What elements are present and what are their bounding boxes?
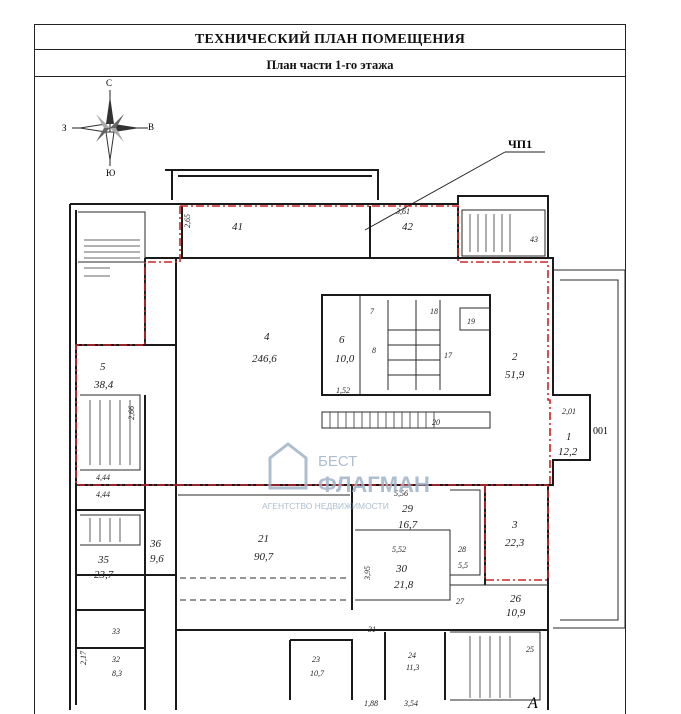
room-28-area: 5,5 (458, 561, 468, 570)
room-35-number: 35 (97, 554, 110, 566)
title-divider (34, 49, 626, 50)
room-2-number: 2 (512, 351, 518, 363)
building-walls (69, 169, 626, 710)
callout-chp1: ЧП1 (364, 137, 545, 231)
room-21-area: 90,7 (254, 551, 274, 563)
room-3-number: 3 (511, 519, 518, 531)
room-31-number: 31 (367, 625, 376, 634)
callout-label: ЧП1 (508, 137, 532, 151)
room-23-number: 23 (312, 655, 320, 664)
dim-2-66: 2,66 (127, 406, 136, 420)
room-23-area: 10,7 (310, 669, 325, 678)
room-17-number: 17 (444, 351, 453, 360)
dimension-labels: 2,65 3,61 2,66 4,44 4,44 1,52 2,01 5,56 … (79, 207, 576, 708)
room-41-number: 41 (232, 221, 243, 233)
dim-3-54: 3,54 (403, 699, 418, 708)
room-labels: 41 42 43 4 246,6 6 10,0 7 18 19 8 17 2 5… (93, 221, 578, 678)
room-27-number: 27 (456, 597, 465, 606)
room-20-number: 20 (432, 418, 440, 427)
room-2-area: 51,9 (505, 369, 525, 381)
room-30-number: 30 (395, 563, 408, 575)
dim-4-44-b: 4,44 (96, 490, 110, 499)
room-35-area: 23,7 (94, 569, 114, 581)
room-29-number: 29 (402, 503, 414, 515)
room-5-area: 38,4 (93, 379, 114, 391)
room-36-area: 9,6 (150, 553, 164, 565)
dim-2-17: 2,17 (79, 650, 88, 665)
dim-3-95: 3,95 (363, 566, 372, 581)
mark-001: 001 (593, 426, 608, 437)
room-6-area: 10,0 (335, 353, 355, 365)
room-8-number: 8 (372, 346, 376, 355)
watermark-brand-main: ФЛАГМАН (318, 472, 430, 497)
room-25-number: 25 (526, 645, 534, 654)
room-42-number: 42 (402, 221, 414, 233)
dim-2-01: 2,01 (562, 407, 576, 416)
room-5-number: 5 (100, 361, 106, 373)
document-title: ТЕХНИЧЕСКИЙ ПЛАН ПОМЕЩЕНИЯ (194, 32, 466, 47)
room-32-area: 8,3 (112, 669, 122, 678)
room-24-number: 24 (408, 651, 416, 660)
room-18-number: 18 (430, 307, 438, 316)
dim-4-44-a: 4,44 (96, 473, 110, 482)
dim-1-52: 1,52 (336, 386, 350, 395)
room-1-area: 12,2 (558, 446, 578, 458)
watermark-tagline: АГЕНТСТВО НЕДВИЖИМОСТИ (262, 501, 389, 511)
dim-2-65: 2,65 (183, 214, 192, 228)
compass-rose: С Ю З В (62, 78, 154, 178)
frame-top-rule (34, 24, 626, 25)
compass-west-label: З (62, 123, 67, 133)
room-26-number: 26 (510, 593, 522, 605)
axis-mark: А (527, 695, 538, 710)
room-19-number: 19 (467, 317, 475, 326)
compass-east-label: В (148, 122, 154, 132)
compass-north-label: С (106, 78, 112, 88)
watermark-brand-top: БЕСТ (318, 453, 357, 470)
document-subtitle: План части 1-го этажа (266, 58, 394, 72)
subtitle-divider (34, 76, 626, 77)
premises-boundary (75, 205, 551, 581)
room-24-area: 11,3 (406, 663, 419, 672)
room-32-number: 32 (111, 655, 120, 664)
dim-3-61: 3,61 (395, 207, 410, 216)
room-43-number: 43 (530, 235, 538, 244)
dim-1-88: 1,88 (364, 699, 378, 708)
room-33-number: 33 (111, 627, 120, 636)
room-26-area: 10,9 (506, 607, 526, 619)
dim-5-52: 5,52 (392, 545, 406, 554)
room-29-area: 16,7 (398, 519, 418, 531)
room-1-number: 1 (566, 431, 572, 443)
room-7-number: 7 (370, 307, 375, 316)
room-21-number: 21 (258, 533, 269, 545)
room-6-number: 6 (339, 334, 345, 346)
room-4-area: 246,6 (252, 353, 277, 365)
dim-5-56: 5,56 (394, 489, 408, 498)
agency-watermark: БЕСТ ФЛАГМАН АГЕНТСТВО НЕДВИЖИМОСТИ (262, 442, 430, 511)
room-36-number: 36 (149, 538, 162, 550)
room-30-area: 21,8 (394, 579, 414, 591)
room-4-number: 4 (264, 331, 270, 343)
compass-south-label: Ю (106, 168, 115, 178)
room-28-number: 28 (458, 545, 466, 554)
room-3-area: 22,3 (505, 537, 525, 549)
